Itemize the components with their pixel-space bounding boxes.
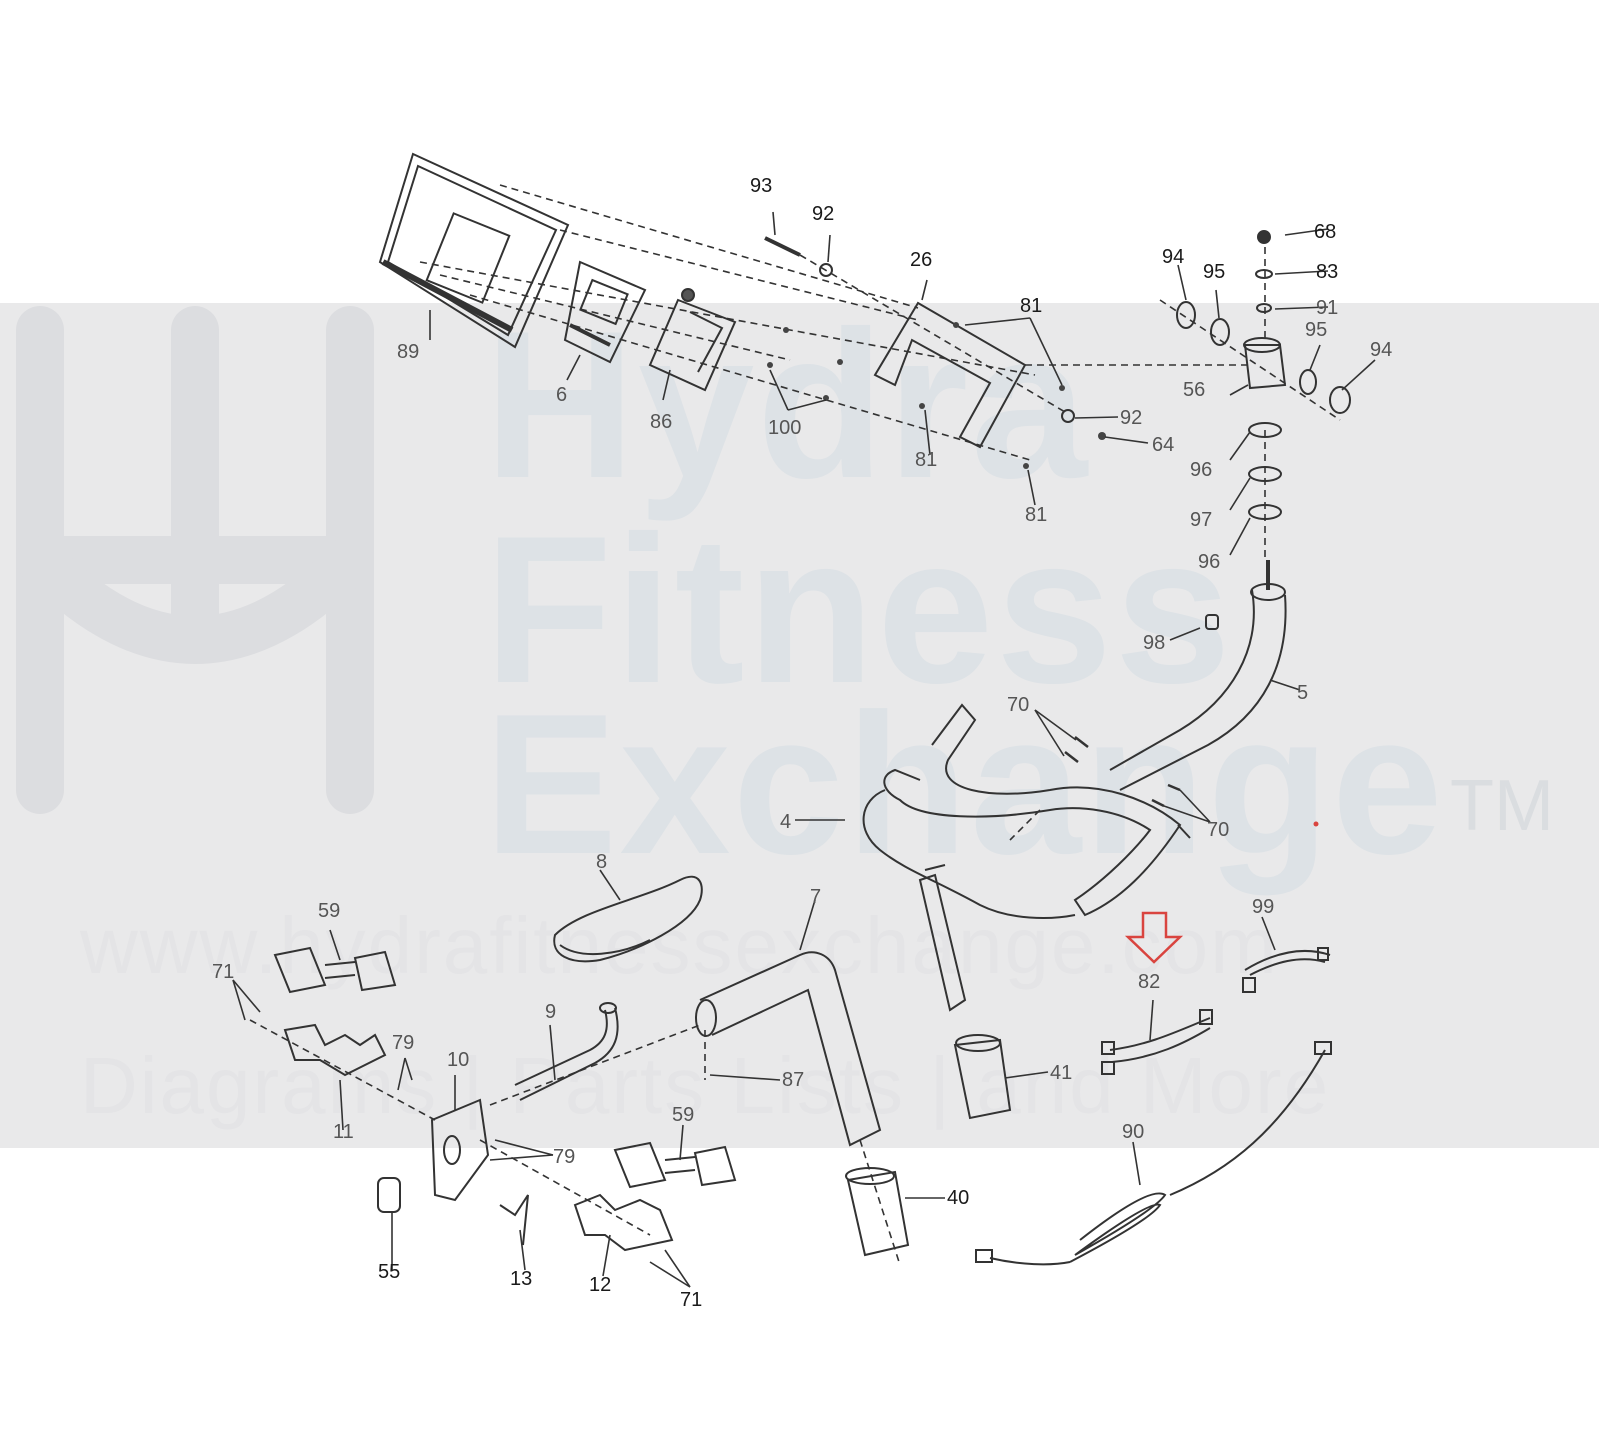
dumbbell-59a <box>273 946 397 994</box>
label-10: 10 <box>447 1049 470 1071</box>
assembly-dashes-bottom <box>249 1019 706 1236</box>
label-5: 5 <box>1297 682 1309 704</box>
label-59-lower: 59 <box>672 1104 695 1126</box>
label-71-lower: 71 <box>680 1289 703 1311</box>
label-81-bottom: 81 <box>1025 504 1048 526</box>
washer-92 <box>819 263 833 277</box>
label-79: 79 <box>392 1032 415 1054</box>
watermark-url: www.hydrafitnessexchange.com <box>80 901 1279 990</box>
bolt-93 <box>764 236 801 257</box>
label-94-right: 94 <box>1370 339 1393 361</box>
harness-82 <box>1101 1009 1213 1075</box>
label-71: 71 <box>212 961 235 983</box>
label-79-lower: 79 <box>553 1146 576 1168</box>
label-90: 90 <box>1122 1121 1145 1143</box>
label-7: 7 <box>810 886 822 908</box>
sleeve-41 <box>953 1034 1012 1120</box>
label-70-lower: 70 <box>1207 819 1230 841</box>
sleeve-40 <box>845 1167 910 1257</box>
label-8: 8 <box>596 851 608 873</box>
label-56: 56 <box>1183 379 1206 401</box>
upright-post-5 <box>1109 560 1287 791</box>
watermark-tagline: Diagrams | Parts Lists | and More <box>80 1041 1331 1130</box>
label-26: 26 <box>910 249 933 271</box>
label-87: 87 <box>782 1069 805 1091</box>
label-95: 95 <box>1203 261 1226 283</box>
label-81: 81 <box>1020 295 1043 317</box>
label-93: 93 <box>750 175 773 197</box>
dash-40 <box>859 1139 901 1266</box>
label-82-highlighted: 82 <box>1138 971 1161 993</box>
label-13: 13 <box>510 1268 533 1290</box>
label-6: 6 <box>556 384 568 406</box>
label-81-lower: 81 <box>915 449 938 471</box>
watermark-word-exchange: Exchange <box>484 673 1445 896</box>
holder-11 <box>283 1023 387 1077</box>
label-97: 97 <box>1190 509 1213 531</box>
assembly-dashes-top <box>419 184 1341 560</box>
label-70: 70 <box>1007 694 1030 716</box>
console-6 <box>563 260 647 364</box>
label-95-right: 95 <box>1305 319 1328 341</box>
label-98: 98 <box>1143 632 1166 654</box>
cap-55 <box>377 1177 401 1213</box>
label-96: 96 <box>1190 459 1213 481</box>
red-dot <box>1313 821 1319 827</box>
label-68: 68 <box>1314 221 1337 243</box>
watermark-word-fitness: Fitness <box>484 492 1234 727</box>
pivot-stack <box>1176 230 1351 520</box>
console-housing-89 <box>378 152 570 349</box>
label-64: 64 <box>1152 434 1175 456</box>
label-55: 55 <box>378 1261 401 1283</box>
plate-26 <box>873 301 1027 449</box>
knob-13 <box>499 1194 529 1246</box>
label-100: 100 <box>768 417 802 439</box>
bracket-86 <box>648 288 737 392</box>
label-12: 12 <box>589 1274 612 1296</box>
bolts-70 <box>1064 736 1181 808</box>
highlight-arrow-icon <box>1124 911 1184 964</box>
dumbbell-59b <box>613 1141 737 1189</box>
label-40: 40 <box>947 1187 970 1209</box>
label-86: 86 <box>650 411 673 433</box>
label-92: 92 <box>812 203 835 225</box>
label-11: 11 <box>333 1121 354 1143</box>
label-92-right: 92 <box>1120 407 1143 429</box>
label-41: 41 <box>1050 1062 1073 1084</box>
screws-100-81 <box>767 322 1106 469</box>
seat-8 <box>553 875 703 963</box>
label-94: 94 <box>1162 246 1185 268</box>
label-96-lower: 96 <box>1198 551 1221 573</box>
handlebar-4 <box>862 703 1191 1012</box>
label-89: 89 <box>397 341 420 363</box>
label-83: 83 <box>1316 261 1339 283</box>
watermark-band <box>0 303 1599 1148</box>
watermark-trademark: TM <box>1450 766 1554 846</box>
seat-post-9 <box>514 1002 619 1101</box>
label-4: 4 <box>780 811 792 833</box>
bracket-10 <box>430 1098 490 1202</box>
seat-arm-7 <box>695 951 882 1147</box>
cable-99 <box>1242 947 1331 993</box>
coil-cable-90 <box>975 1041 1332 1266</box>
washer-92b <box>1061 409 1075 423</box>
watermark-logo <box>16 306 374 814</box>
label-91: 91 <box>1316 297 1339 319</box>
label-99: 99 <box>1252 896 1275 918</box>
label-leaders <box>232 211 1376 1288</box>
label-9: 9 <box>545 1001 557 1023</box>
label-59: 59 <box>318 900 341 922</box>
holder-12 <box>573 1193 674 1252</box>
